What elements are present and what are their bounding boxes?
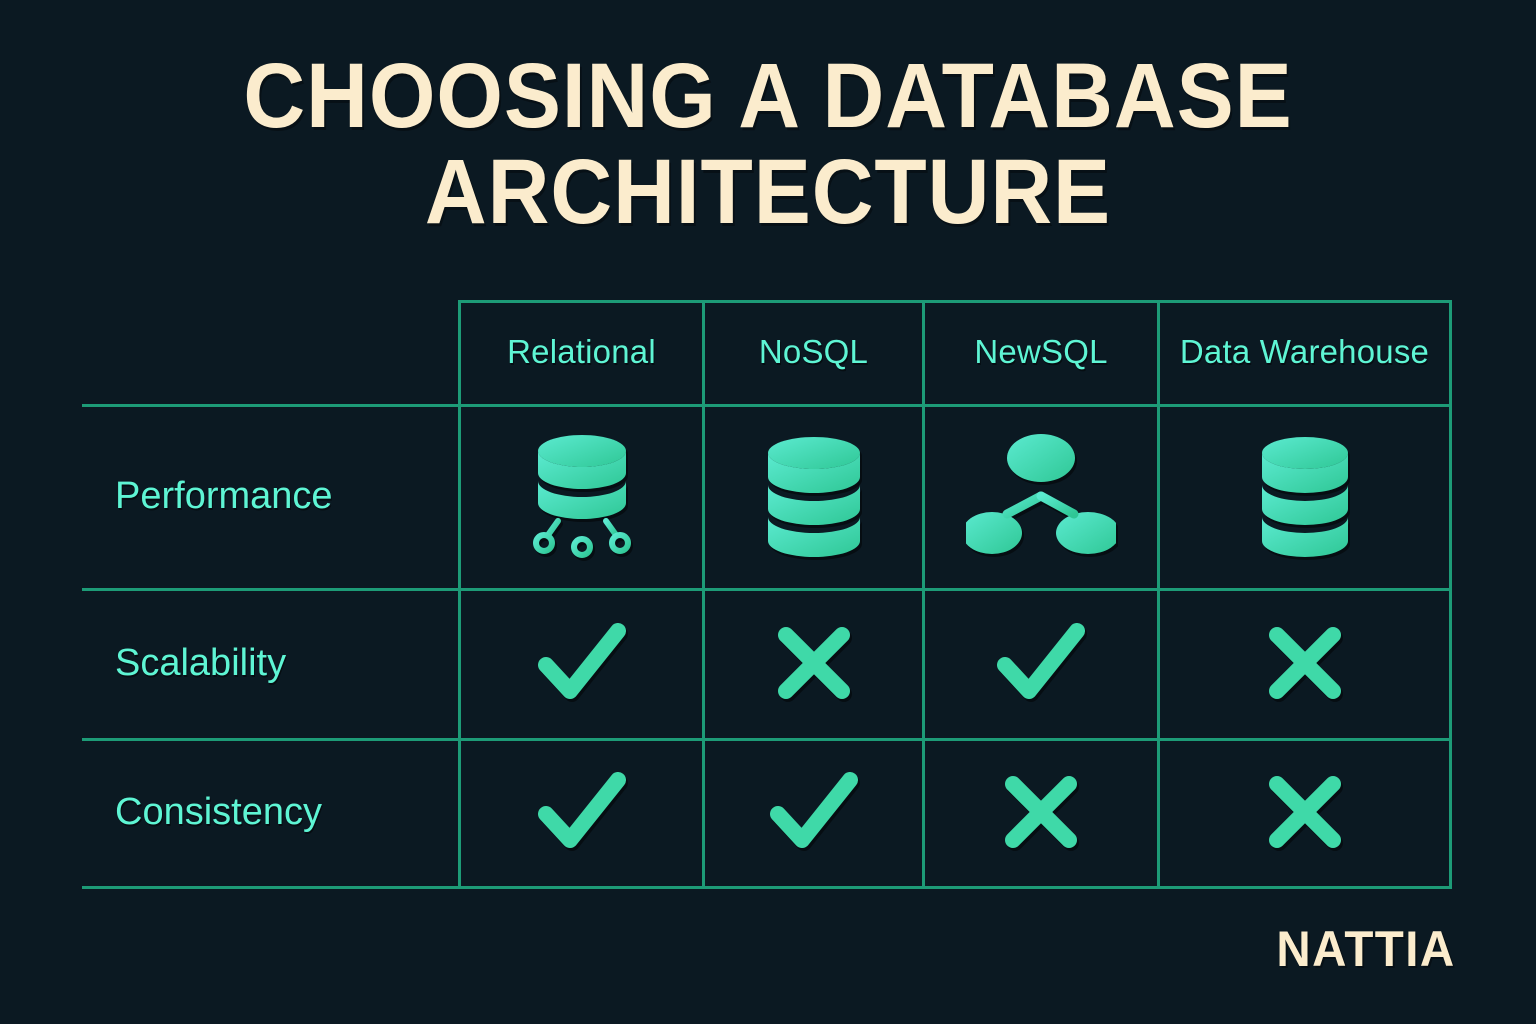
check-icon bbox=[534, 766, 630, 858]
column-divider-2 bbox=[922, 300, 925, 888]
cell-scalability-data-warehouse bbox=[1160, 588, 1449, 738]
column-border-left bbox=[458, 300, 461, 888]
column-header-nosql: NoSQL bbox=[758, 333, 869, 370]
column-divider-3 bbox=[1157, 300, 1160, 888]
page-title: CHOOSING A DATABASE ARCHITECTURE bbox=[0, 48, 1536, 240]
cell-performance-data-warehouse bbox=[1160, 404, 1449, 588]
cell-performance-newsql bbox=[925, 404, 1157, 588]
database-stack-icon bbox=[1253, 434, 1357, 559]
cross-icon bbox=[1261, 619, 1349, 707]
row-label-scalability: Scalability bbox=[115, 641, 287, 684]
row-label-consistency: Consistency bbox=[115, 790, 322, 833]
cell-consistency-nosql bbox=[705, 738, 922, 886]
column-border-right bbox=[1449, 300, 1452, 888]
check-icon bbox=[534, 617, 630, 709]
column-header-data-warehouse: Data Warehouse bbox=[1179, 333, 1430, 370]
header-row-divider bbox=[82, 404, 1452, 407]
title-line-2: ARCHITECTURE bbox=[424, 141, 1112, 243]
check-icon bbox=[993, 617, 1089, 709]
table-top-border bbox=[458, 300, 1452, 303]
cell-performance-relational bbox=[461, 404, 702, 588]
column-header-newsql: NewSQL bbox=[974, 333, 1108, 370]
database-nodes-icon bbox=[524, 431, 640, 561]
row-label-performance: Performance bbox=[115, 474, 333, 517]
brand-logo: NATTIA bbox=[1276, 921, 1456, 977]
column-divider-1 bbox=[702, 300, 705, 888]
database-stack-icon bbox=[759, 434, 869, 559]
cell-consistency-newsql bbox=[925, 738, 1157, 886]
cross-icon bbox=[770, 619, 858, 707]
row-divider-2 bbox=[82, 738, 1452, 741]
cell-scalability-relational bbox=[461, 588, 702, 738]
title-line-1: CHOOSING A DATABASE bbox=[243, 45, 1293, 147]
column-header-relational: Relational bbox=[507, 333, 656, 370]
cell-scalability-nosql bbox=[705, 588, 922, 738]
distributed-nodes-icon bbox=[966, 432, 1116, 560]
cell-performance-nosql bbox=[705, 404, 922, 588]
comparison-table: Relational NoSQL NewSQL Data Warehouse P… bbox=[82, 300, 1454, 889]
row-divider-1 bbox=[82, 588, 1452, 591]
cell-scalability-newsql bbox=[925, 588, 1157, 738]
cell-consistency-data-warehouse bbox=[1160, 738, 1449, 886]
table-bottom-border bbox=[82, 886, 1452, 889]
check-icon bbox=[766, 766, 862, 858]
cross-icon bbox=[997, 768, 1085, 856]
cell-consistency-relational bbox=[461, 738, 702, 886]
cross-icon bbox=[1261, 768, 1349, 856]
